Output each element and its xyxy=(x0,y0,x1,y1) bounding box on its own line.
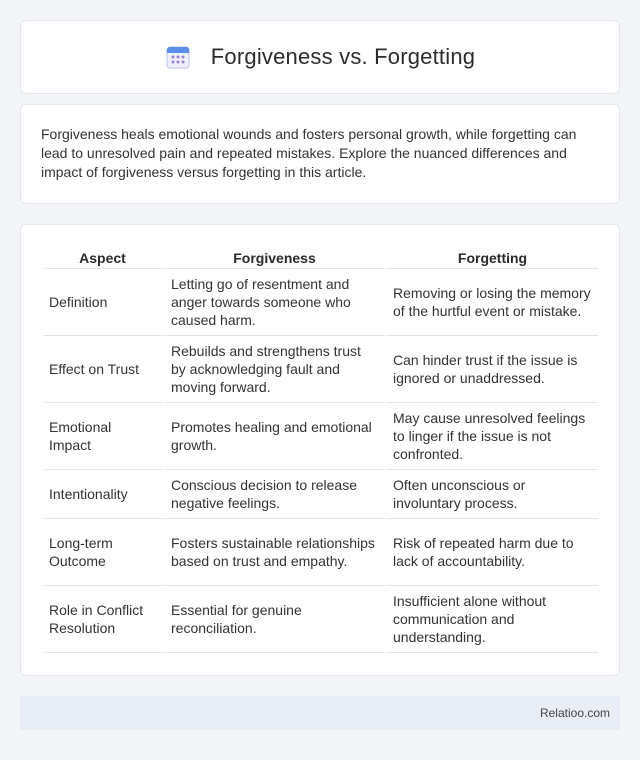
calendar-icon xyxy=(166,46,190,69)
cell-forgetting: May cause unresolved feelings to linger … xyxy=(384,403,598,470)
header-forgiveness: Forgiveness xyxy=(162,245,384,269)
header-card: Forgiveness vs. Forgetting xyxy=(20,20,620,94)
table-header-row: Aspect Forgiveness Forgetting xyxy=(43,245,598,269)
footer-bar: Relatioo.com xyxy=(20,696,620,730)
cell-forgiveness: Fosters sustainable relationships based … xyxy=(162,519,384,586)
cell-aspect: Role in Conflict Resolution xyxy=(43,586,162,653)
cell-aspect: Effect on Trust xyxy=(43,336,162,403)
cell-aspect: Long-term Outcome xyxy=(43,519,162,586)
cell-forgetting: Can hinder trust if the issue is ignored… xyxy=(384,336,598,403)
cell-forgiveness: Conscious decision to release negative f… xyxy=(162,470,384,519)
cell-forgetting: Often unconscious or involuntary process… xyxy=(384,470,598,519)
comparison-table-card: Aspect Forgiveness Forgetting Definition… xyxy=(20,224,620,676)
cell-forgiveness: Rebuilds and strengthens trust by acknow… xyxy=(162,336,384,403)
cell-forgiveness: Letting go of resentment and anger towar… xyxy=(162,269,384,336)
table-row: Intentionality Conscious decision to rel… xyxy=(43,470,598,519)
comparison-table: Aspect Forgiveness Forgetting Definition… xyxy=(43,245,598,653)
cell-aspect: Emotional Impact xyxy=(43,403,162,470)
table-row: Long-term Outcome Fosters sustainable re… xyxy=(43,519,598,586)
title-wrap: Forgiveness vs. Forgetting xyxy=(165,44,475,70)
table-row: Role in Conflict Resolution Essential fo… xyxy=(43,586,598,653)
header-forgetting: Forgetting xyxy=(384,245,598,269)
intro-text: Forgiveness heals emotional wounds and f… xyxy=(41,126,577,180)
cell-forgetting: Insufficient alone without communication… xyxy=(384,586,598,653)
intro-card: Forgiveness heals emotional wounds and f… xyxy=(20,104,620,204)
cell-aspect: Definition xyxy=(43,269,162,336)
table-row: Effect on Trust Rebuilds and strengthens… xyxy=(43,336,598,403)
table-row: Emotional Impact Promotes healing and em… xyxy=(43,403,598,470)
cell-aspect: Intentionality xyxy=(43,470,162,519)
cell-forgetting: Risk of repeated harm due to lack of acc… xyxy=(384,519,598,586)
page-title: Forgiveness vs. Forgetting xyxy=(210,44,476,69)
header-aspect: Aspect xyxy=(43,245,162,269)
cell-forgiveness: Essential for genuine reconciliation. xyxy=(162,586,384,653)
table-row: Definition Letting go of resentment and … xyxy=(43,269,598,336)
cell-forgiveness: Promotes healing and emotional growth. xyxy=(162,403,384,470)
cell-forgetting: Removing or losing the memory of the hur… xyxy=(384,269,598,336)
footer-brand[interactable]: Relatioo.com xyxy=(539,706,610,720)
